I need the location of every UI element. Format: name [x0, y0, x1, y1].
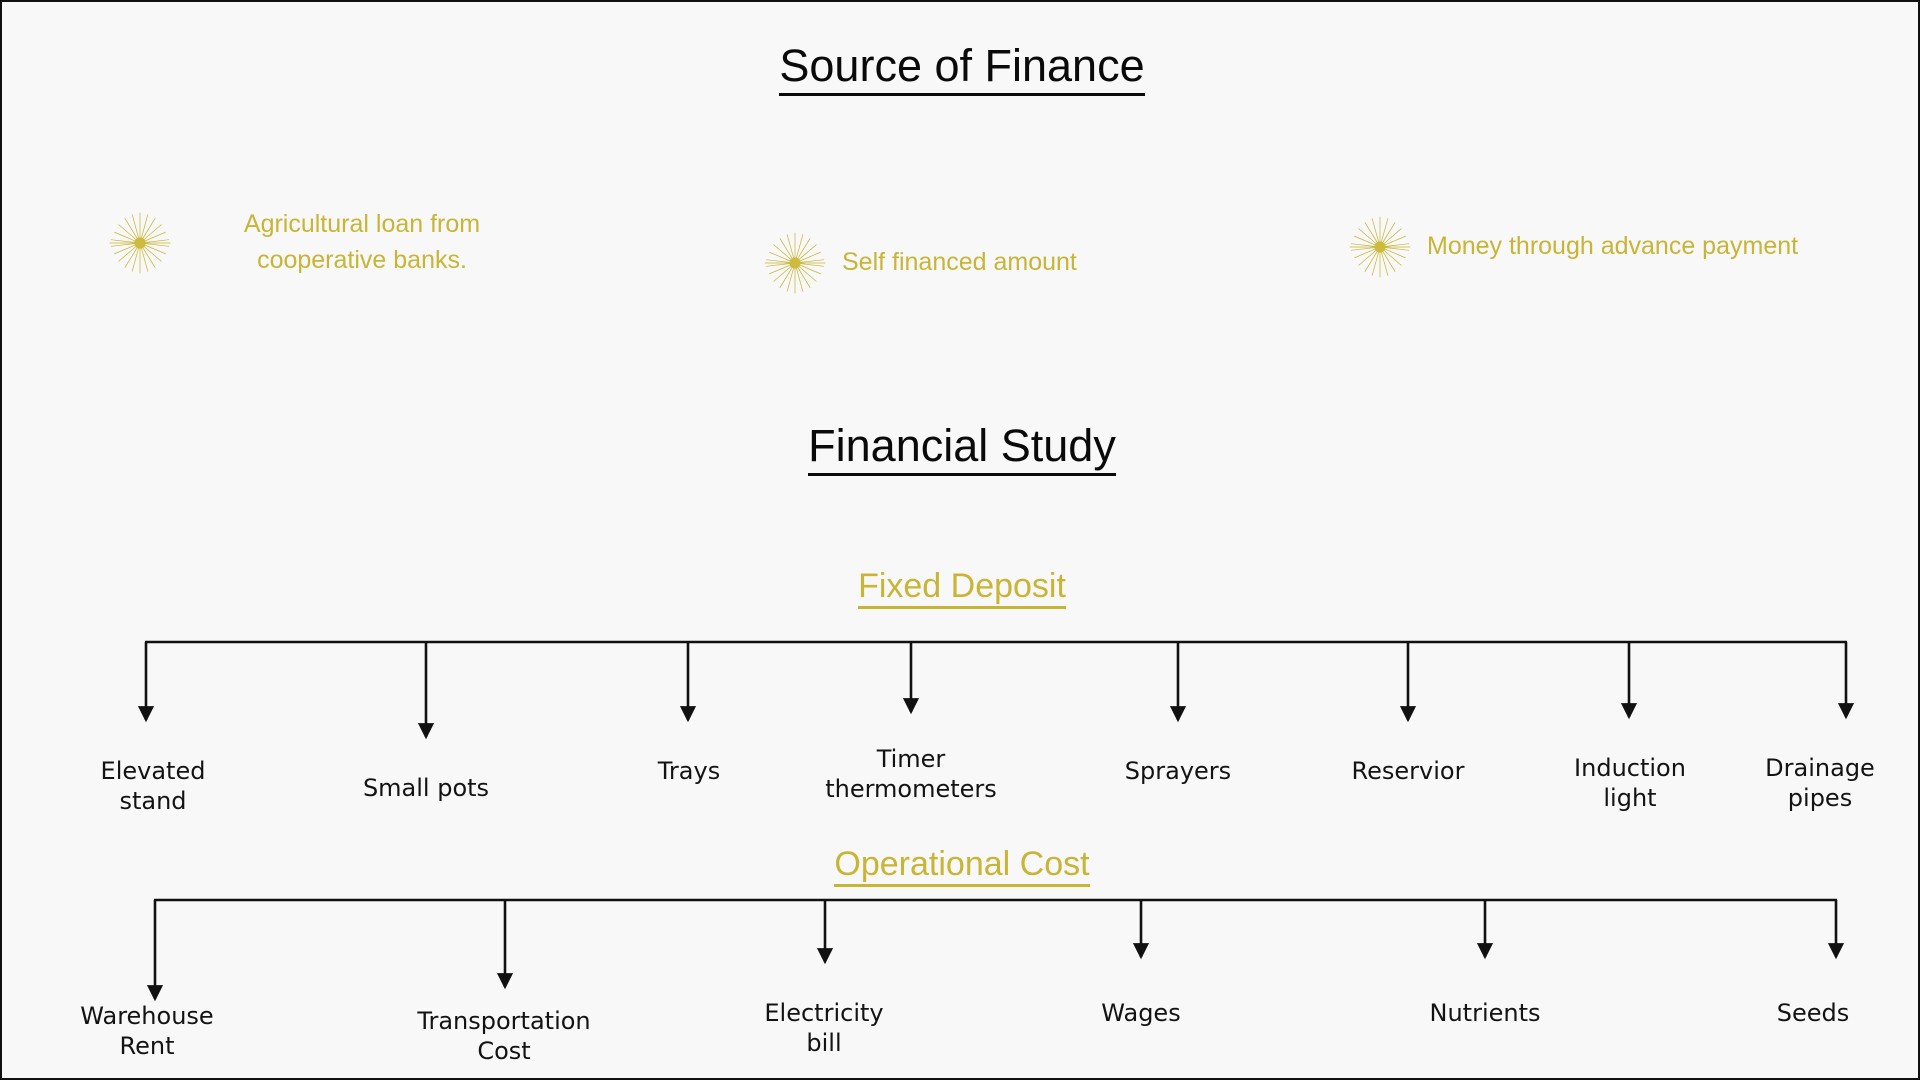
group-heading-operational-cost: Operational Cost [2, 845, 1918, 887]
page-title-financial-study-text: Financial Study [808, 420, 1116, 476]
leaf-electricity-bill[interactable]: Electricity bill [764, 999, 884, 1057]
source-item-advance-payment[interactable]: Money through advance payment [1347, 214, 1867, 280]
group-heading-fixed-deposit: Fixed Deposit [2, 567, 1918, 609]
starburst-icon [109, 212, 171, 273]
leaf-warehouse-rent[interactable]: Warehouse Rent [80, 1002, 214, 1060]
leaf-timer-thermometers[interactable]: Timer thermometers [825, 745, 997, 803]
page-title-source-of-finance-text: Source of Finance [779, 40, 1145, 96]
source-item-label: Self financed amount [842, 248, 1077, 277]
source-item-label: Agricultural loan from cooperative banks… [243, 210, 481, 274]
leaf-nutrients[interactable]: Nutrients [1429, 999, 1541, 1027]
leaf-transportation-cost[interactable]: Transportation Cost [417, 1007, 591, 1065]
group-heading-fixed-deposit-text: Fixed Deposit [858, 567, 1066, 609]
leaf-elevated-stand[interactable]: Elevated stand [100, 757, 206, 815]
page-title-financial-study: Financial Study [2, 420, 1918, 476]
leaf-trays[interactable]: Trays [657, 757, 721, 785]
page-title-source-of-finance: Source of Finance [2, 40, 1918, 96]
operational-cost-bracket [146, 898, 1845, 1002]
leaf-induction-light[interactable]: Induction light [1574, 754, 1686, 812]
source-item-agricultural-loan[interactable]: Agricultural loan from cooperative banks… [107, 207, 537, 278]
leaf-small-pots[interactable]: Small pots [362, 774, 490, 802]
group-heading-operational-cost-text: Operational Cost [834, 845, 1090, 887]
leaf-seeds[interactable]: Seeds [1776, 999, 1850, 1027]
source-item-self-financed[interactable]: Self financed amount [762, 230, 1122, 296]
starburst-icon [1349, 216, 1411, 278]
starburst-icon [764, 232, 826, 294]
leaf-wages[interactable]: Wages [1101, 999, 1181, 1027]
leaf-reservior[interactable]: Reservior [1351, 757, 1465, 785]
leaf-sprayers[interactable]: Sprayers [1124, 757, 1232, 785]
source-item-label: Money through advance payment [1427, 232, 1799, 261]
leaf-drainage-pipes[interactable]: Drainage pipes [1765, 754, 1875, 812]
fixed-deposit-bracket [137, 640, 1855, 740]
